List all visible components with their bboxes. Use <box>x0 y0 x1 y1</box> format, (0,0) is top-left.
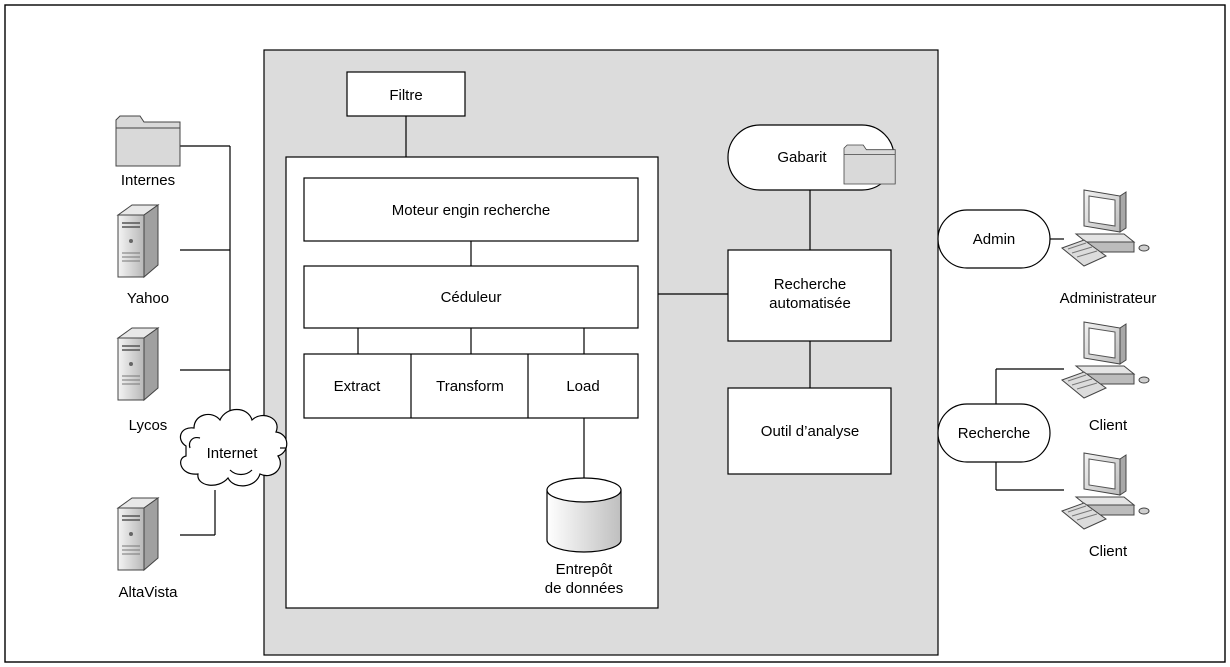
recherche-terminal: Recherche <box>937 403 1051 463</box>
admin-label: Admin <box>973 231 1016 248</box>
folder-icon <box>843 144 896 185</box>
client-label-1: Client <box>1089 417 1128 434</box>
transform-label: Transform <box>436 378 504 395</box>
etl-row: Extract Transform Load <box>303 353 639 419</box>
altavista-label: AltaVista <box>119 584 179 601</box>
lycos-label: Lycos <box>129 417 168 434</box>
moteur-box: Moteur engin recherche <box>303 177 639 242</box>
client-label-2: Client <box>1089 543 1128 560</box>
recherche-auto-box: Recherche automatisée <box>727 249 892 342</box>
filtre-box: Filtre <box>346 71 466 117</box>
outil-box: Outil d’analyse <box>727 387 892 475</box>
ceduleur-label: Céduleur <box>441 289 502 306</box>
outil-label: Outil d’analyse <box>761 423 859 440</box>
internet-cloud-icon <box>179 408 288 487</box>
internal-connections <box>357 116 811 485</box>
internes-label: Internes <box>121 172 175 189</box>
admin-terminal: Admin <box>937 209 1051 269</box>
yahoo-server-icon <box>117 204 159 278</box>
internet-label: Internet <box>207 445 259 462</box>
yahoo-label: Yahoo <box>127 290 169 307</box>
gabarit-terminal: Gabarit <box>727 124 896 191</box>
lycos-server-icon <box>117 327 159 401</box>
moteur-label: Moteur engin recherche <box>392 202 550 219</box>
entrepot-label-line2: de données <box>545 580 623 597</box>
filtre-label: Filtre <box>389 87 422 104</box>
gabarit-label: Gabarit <box>777 149 827 166</box>
extract-label: Extract <box>334 378 382 395</box>
administrateur-label: Administrateur <box>1060 290 1157 307</box>
database-icon <box>546 477 622 553</box>
ceduleur-box: Céduleur <box>303 265 639 329</box>
internes-folder-icon <box>115 115 181 167</box>
load-label: Load <box>566 378 599 395</box>
altavista-server-icon <box>117 497 159 571</box>
recherche-label: Recherche <box>958 425 1031 442</box>
recherche-auto-label-line2: automatisée <box>769 295 851 312</box>
entrepot-label-line1: Entrepôt <box>556 561 614 578</box>
source-connections <box>180 145 231 536</box>
recherche-auto-label-line1: Recherche <box>774 276 847 293</box>
